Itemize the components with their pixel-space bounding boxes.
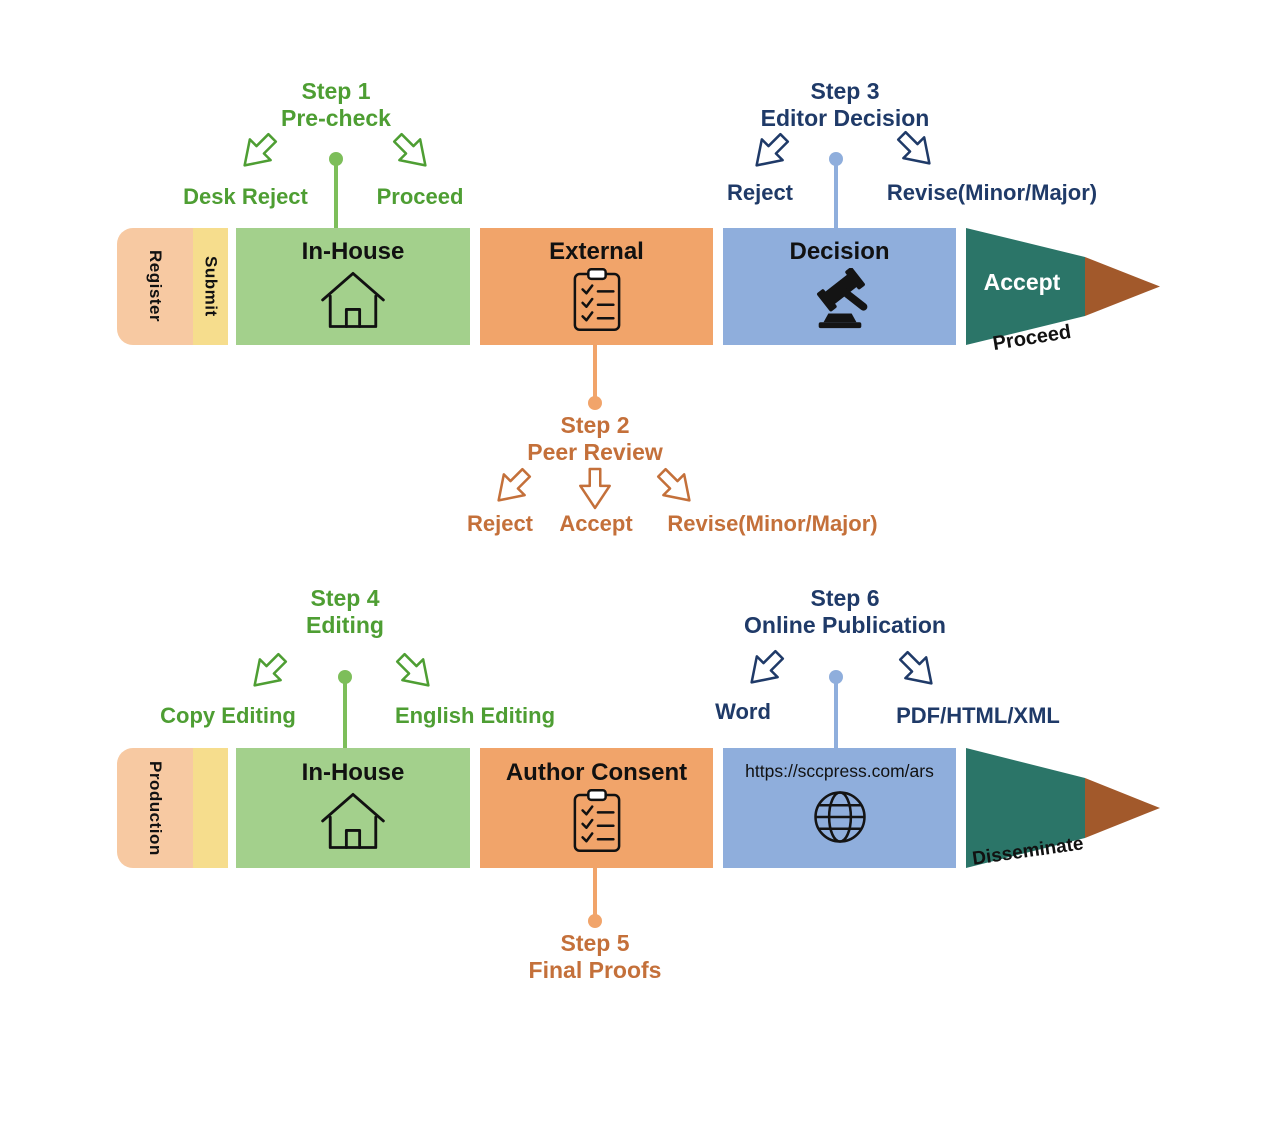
external-block: External [480, 228, 713, 345]
register-block: Register [117, 228, 193, 345]
arrow-down-right-icon [898, 650, 933, 685]
pencil-tip-bottom [966, 748, 1160, 868]
clipboard-checklist-icon [573, 268, 620, 332]
clipboard-checklist-icon [573, 789, 620, 853]
step4-option-english-editing: English Editing [394, 703, 556, 728]
step2-connector-line [593, 345, 597, 400]
arrow-down-right-icon [395, 652, 430, 687]
pencil-tip-top [966, 228, 1160, 345]
decision-block: Decision [723, 228, 956, 345]
step5-title: Step 5 [560, 930, 630, 956]
step3-connector-line [834, 163, 838, 228]
register-label: Register [146, 250, 165, 323]
submit-block: Submit [193, 228, 228, 345]
step3-option-reject: Reject [726, 180, 794, 205]
step4-connector-dot [338, 670, 352, 684]
house-icon [321, 272, 385, 329]
author-consent-title: Author Consent [505, 759, 688, 786]
arrow-down-left-icon [750, 649, 785, 684]
step6-option-pdf-html-xml: PDF/HTML/XML [896, 703, 1060, 728]
accept-label: Accept [983, 269, 1061, 295]
gavel-icon [816, 268, 867, 329]
external-title: External [549, 238, 644, 265]
step6-subtitle: Online Publication [744, 612, 946, 638]
step6-title: Step 6 [810, 585, 880, 611]
step1-option-desk-reject: Desk Reject [183, 184, 308, 209]
arrow-down-right-icon [896, 130, 931, 165]
step2-option-reject: Reject [466, 511, 534, 536]
pencil-point [1085, 778, 1160, 838]
yellow-strip [193, 748, 228, 868]
step5-label: Step 5 Final Proofs [505, 930, 685, 984]
step6-option-word: Word [715, 699, 771, 724]
arrow-down-left-icon [243, 132, 278, 167]
step4-title: Step 4 [310, 585, 380, 611]
in-house-block-top: In-House [236, 228, 470, 345]
step3-connector-dot [829, 152, 843, 166]
in-house-title-top: In-House [301, 238, 405, 265]
arrow-down-right-icon [392, 132, 427, 167]
step1-option-proceed: Proceed [376, 184, 464, 209]
globe-icon [813, 791, 866, 843]
in-house-block-bottom: In-House [236, 748, 470, 868]
step1-label: Step 1 Pre-check [246, 78, 426, 132]
step3-title: Step 3 [810, 78, 880, 104]
arrow-down-left-icon [755, 132, 790, 167]
production-label: Production [146, 760, 165, 856]
step1-subtitle: Pre-check [281, 105, 391, 131]
house-icon [321, 793, 385, 850]
accept-chevron [966, 228, 1085, 345]
step5-connector-dot [588, 914, 602, 928]
step3-option-revise: Revise(Minor/Major) [886, 180, 1098, 205]
step3-label: Step 3 Editor Decision [735, 78, 955, 132]
pencil-point [1085, 257, 1160, 316]
step2-label: Step 2 Peer Review [505, 412, 685, 466]
online-publication-block: https://sccpress.com/ars [723, 748, 956, 868]
decision-title: Decision [789, 238, 890, 265]
author-consent-block: Author Consent [480, 748, 713, 868]
submit-label: Submit [201, 256, 221, 317]
step4-option-copy-editing: Copy Editing [160, 703, 296, 728]
arrow-down-icon [579, 467, 611, 510]
step2-option-accept: Accept [559, 511, 633, 536]
publication-url: https://sccpress.com/ars [745, 761, 934, 781]
in-house-title-bottom: In-House [301, 759, 405, 786]
step3-subtitle: Editor Decision [760, 105, 930, 131]
production-block: Production [117, 748, 193, 868]
step2-subtitle: Peer Review [527, 439, 663, 465]
step6-label: Step 6 Online Publication [725, 585, 965, 639]
arrow-down-left-icon [497, 467, 532, 502]
step5-subtitle: Final Proofs [528, 957, 662, 983]
step6-connector-dot [829, 670, 843, 684]
step6-connector-line [834, 681, 838, 748]
step2-connector-dot [588, 396, 602, 410]
step4-subtitle: Editing [306, 612, 384, 638]
step2-option-revise: Revise(Minor/Major) [667, 511, 878, 536]
arrow-down-left-icon [253, 652, 288, 687]
step1-connector-line [334, 163, 338, 228]
step4-label: Step 4 Editing [255, 585, 435, 639]
step5-connector-line [593, 868, 597, 918]
arrow-down-right-icon [656, 467, 691, 502]
disseminate-chevron [966, 748, 1085, 868]
step2-title: Step 2 [560, 412, 630, 438]
step4-connector-line [343, 681, 347, 748]
step1-title: Step 1 [301, 78, 371, 104]
step1-connector-dot [329, 152, 343, 166]
